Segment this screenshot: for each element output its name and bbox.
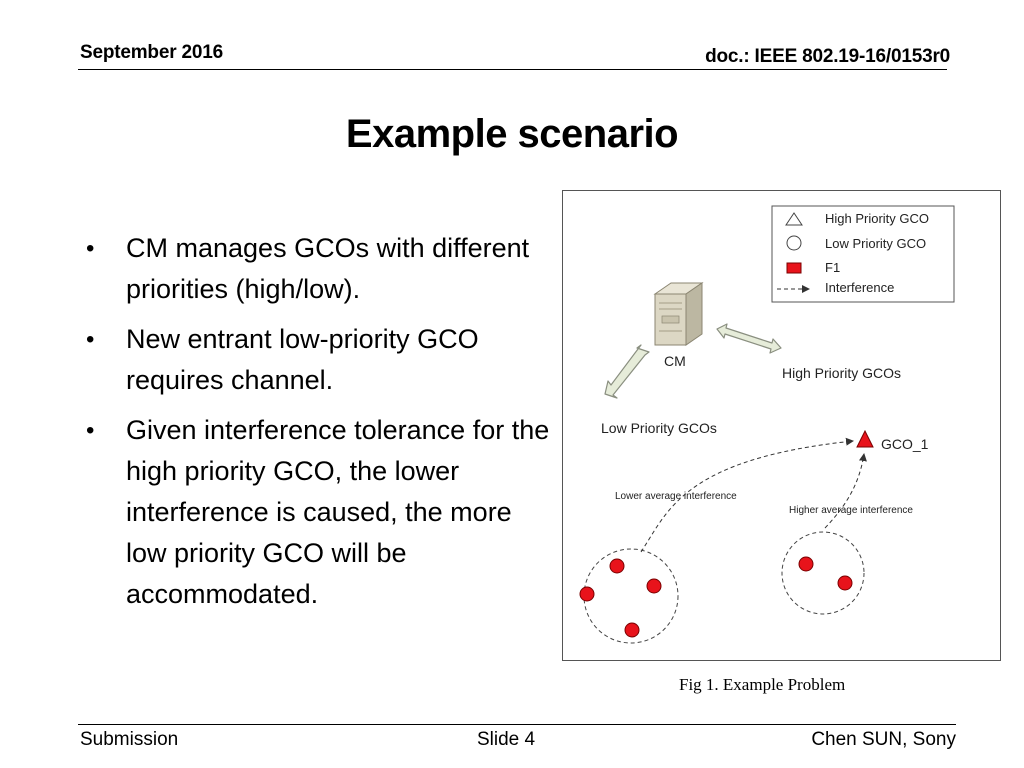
footer-slide-number: Slide 4: [477, 729, 536, 750]
footer-author: Chen SUN, Sony: [811, 729, 956, 750]
footer-divider: [78, 724, 956, 725]
gco-1-label: GCO_1: [881, 436, 929, 452]
f1-square-icon: [786, 262, 802, 274]
gco-dot: [624, 622, 640, 638]
footer-submission: Submission: [80, 729, 179, 750]
gco-dot: [646, 578, 662, 594]
gco-dot: [609, 558, 625, 574]
cm-low-priority-arrow: [604, 344, 650, 399]
low-priority-circle-icon: [786, 235, 802, 251]
bullet-item: • CM manages GCOs with different prioriti…: [82, 228, 552, 310]
example-figure: High Priority GCO Low Priority GCO F1 In…: [562, 190, 1001, 661]
header-divider: [78, 69, 947, 70]
legend-high-priority-label: High Priority GCO: [825, 211, 929, 226]
bullet-dot-icon: •: [86, 235, 95, 262]
cm-label: CM: [664, 353, 686, 369]
bullet-item: • New entrant low-priority GCO requires c…: [82, 319, 552, 401]
low-priority-gcos-label: Low Priority GCOs: [601, 420, 717, 436]
server-icon: [653, 282, 704, 346]
higher-interference-label: Higher average interference: [789, 505, 913, 516]
gco-1-triangle-icon: [856, 429, 874, 448]
header-doc-id: doc.: IEEE 802.19-16/0153r0: [705, 46, 950, 67]
bullet-list: • CM manages GCOs with different prioriti…: [82, 228, 552, 624]
bullet-item: • Given interference tolerance for the hi…: [82, 410, 552, 615]
bullet-dot-icon: •: [86, 326, 95, 353]
legend-interference-label: Interference: [825, 280, 894, 295]
gco-dot: [579, 586, 595, 602]
figure-diagram: High Priority GCO Low Priority GCO F1 In…: [579, 205, 955, 644]
gco-dot: [798, 556, 814, 572]
high-priority-cluster: [781, 531, 865, 615]
slide-title: Example scenario: [345, 112, 679, 156]
legend-f1-label: F1: [825, 260, 840, 275]
header-date: September 2016: [80, 42, 223, 63]
higher-interference-arrow: [824, 453, 867, 529]
high-priority-triangle-icon: [785, 212, 803, 226]
cm-high-priority-arrow: [716, 323, 782, 354]
lower-interference-label: Lower average interference: [615, 491, 737, 502]
bullet-dot-icon: •: [86, 417, 95, 444]
high-priority-gcos-label: High Priority GCOs: [782, 365, 901, 381]
gco-dot: [837, 575, 853, 591]
bullet-text: Given interference tolerance for the hig…: [126, 415, 550, 609]
bullet-text: CM manages GCOs with different prioritie…: [126, 233, 530, 304]
bullet-text: New entrant low-priority GCO requires ch…: [126, 324, 479, 395]
figure-caption: Fig 1. Example Problem: [679, 675, 846, 694]
legend-low-priority-label: Low Priority GCO: [825, 236, 926, 251]
